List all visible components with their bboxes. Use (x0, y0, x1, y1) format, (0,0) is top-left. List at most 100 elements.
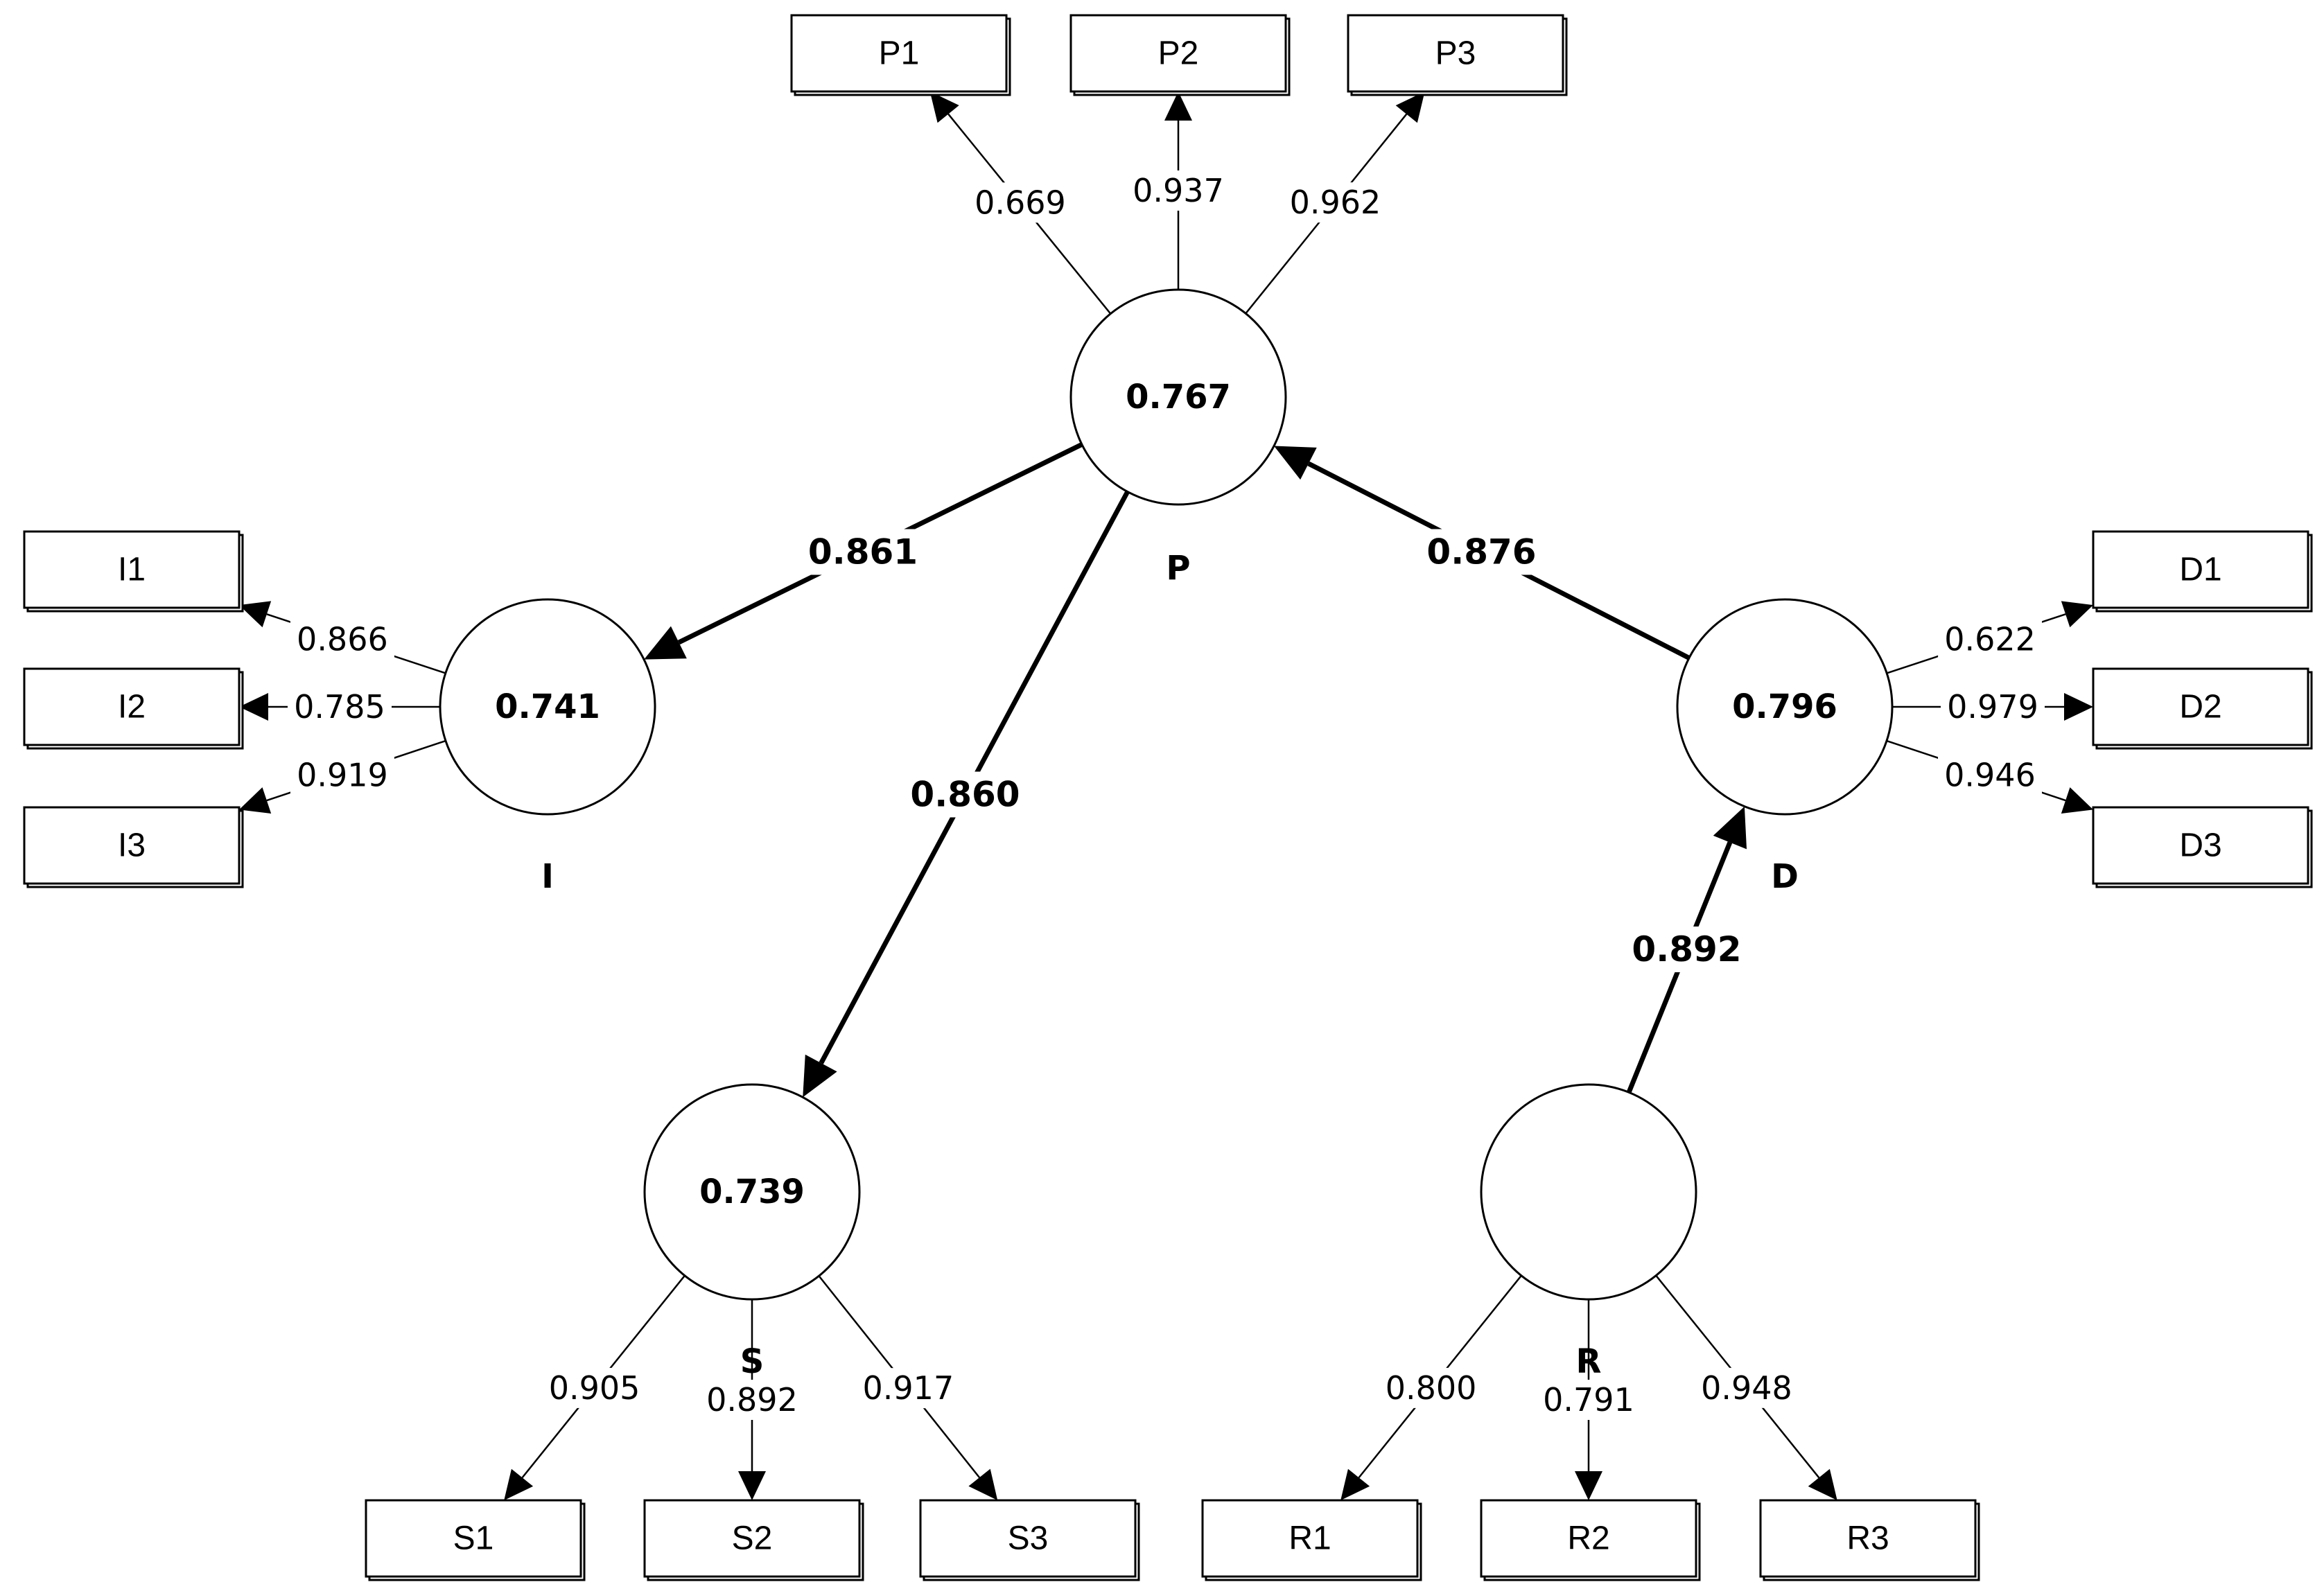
loading-value-p1: 0.669 (975, 184, 1066, 221)
indicator-box (2092, 667, 2309, 746)
loading-value-r1: 0.800 (1386, 1369, 1477, 1407)
path-arrowhead (644, 626, 687, 660)
loading-arrowhead (239, 601, 272, 628)
construct-name: S (740, 1342, 765, 1381)
construct-i[interactable]: 0.741 (439, 598, 656, 816)
indicator-label: S1 (453, 1520, 494, 1557)
loading-arrowhead (929, 91, 959, 123)
indicator-s1[interactable]: S1 (365, 1499, 586, 1581)
path-coefficient-p-i: 0.861 (808, 532, 918, 572)
indicator-label: S2 (732, 1520, 773, 1557)
indicator-p2[interactable]: P2 (1069, 14, 1291, 96)
loading-arrowhead (1340, 1468, 1370, 1500)
indicator-label: R2 (1567, 1520, 1609, 1557)
indicator-label: D2 (2179, 689, 2221, 726)
loading-value-r3-bg (1694, 1367, 1799, 1408)
loading-arrowhead (1164, 91, 1192, 121)
loading-arrowhead (2061, 787, 2093, 814)
path-arrowhead (803, 1054, 837, 1098)
path-arrowhead (1713, 806, 1747, 850)
indicator-box (790, 14, 1008, 93)
indicator-s2[interactable]: S2 (643, 1499, 864, 1581)
loading-value-s3: 0.917 (863, 1369, 954, 1407)
loading-value-d2: 0.979 (1947, 688, 2038, 726)
indicator-box (1069, 14, 1287, 93)
loading-value-i1: 0.866 (297, 620, 388, 658)
indicator-i3[interactable]: I3 (23, 806, 244, 888)
construct-circle (1676, 598, 1894, 816)
loading-value-p3: 0.962 (1290, 184, 1381, 221)
path-coefficient-d-p-bg (1422, 529, 1541, 575)
loading-value-r3: 0.948 (1701, 1369, 1792, 1407)
loading-arrowhead (968, 1468, 998, 1500)
path-coefficient-r-d-bg (1627, 927, 1746, 972)
indicator-label: P2 (1158, 35, 1199, 72)
indicator-label: I2 (118, 689, 146, 726)
indicator-p3[interactable]: P3 (1347, 14, 1568, 96)
indicator-label: I1 (118, 552, 146, 588)
indicator-d2[interactable]: D2 (2092, 667, 2313, 750)
construct-r2-value: 0.767 (1126, 378, 1231, 416)
indicator-label: S3 (1008, 1520, 1049, 1557)
construct-p[interactable]: 0.767 (1069, 288, 1287, 506)
construct-r[interactable] (1480, 1083, 1697, 1301)
construct-name: I (541, 857, 554, 896)
loading-value-i3: 0.919 (297, 757, 388, 794)
construct-s[interactable]: 0.739 (643, 1083, 861, 1301)
construct-r2-value: 0.796 (1732, 687, 1837, 726)
indicator-d3[interactable]: D3 (2092, 806, 2313, 888)
loading-value-d3-bg (1938, 755, 2043, 796)
indicator-label: P1 (879, 35, 920, 72)
indicator-label: I3 (118, 827, 146, 864)
indicator-d1[interactable]: D1 (2092, 530, 2313, 613)
construct-d[interactable]: 0.796 (1676, 598, 1894, 816)
loading-arrowhead (239, 693, 268, 721)
indicator-s3[interactable]: S3 (919, 1499, 1140, 1581)
loading-value-s2-bg (700, 1380, 804, 1420)
indicator-i1[interactable]: I1 (23, 530, 244, 613)
loading-value-s3-bg (856, 1368, 961, 1409)
indicator-p1[interactable]: P1 (790, 14, 1011, 96)
path-coefficient-r-d: 0.892 (1632, 929, 1741, 969)
indicator-r1[interactable]: R1 (1201, 1499, 1422, 1581)
indicator-box (1480, 1499, 1697, 1578)
loading-value-i1-bg (290, 619, 394, 660)
indicator-label: D3 (2179, 827, 2221, 864)
loading-arrowhead (1395, 91, 1425, 123)
construct-name: D (1771, 857, 1799, 896)
loading-arrowhead (2064, 693, 2093, 721)
loading-value-i3-bg (290, 755, 394, 796)
indicator-r3[interactable]: R3 (1759, 1499, 1980, 1581)
construct-r2-value: 0.739 (699, 1173, 805, 1211)
loading-value-r2: 0.791 (1543, 1381, 1634, 1419)
indicator-box (2092, 530, 2309, 609)
loading-value-s1: 0.905 (549, 1369, 640, 1407)
path-coefficient-p-i-bg (804, 529, 922, 575)
loading-value-s1-bg (542, 1367, 647, 1408)
loading-value-i2: 0.785 (294, 688, 385, 726)
loading-value-r1-bg (1379, 1367, 1483, 1408)
indicator-box (23, 530, 241, 609)
path-coefficient-d-p: 0.876 (1426, 532, 1536, 572)
indicator-box (23, 806, 241, 885)
indicator-label: D1 (2179, 552, 2221, 588)
path-coefficient-p-s-bg (906, 771, 1024, 818)
loading-value-r2-bg (1537, 1380, 1641, 1420)
indicator-box (1759, 1499, 1977, 1578)
loading-value-p1-bg (968, 182, 1072, 223)
indicator-box (1201, 1499, 1419, 1578)
indicator-label: R1 (1288, 1520, 1331, 1557)
loading-arrowhead (504, 1468, 534, 1500)
construct-circle (1480, 1083, 1697, 1301)
indicator-r2[interactable]: R2 (1480, 1499, 1701, 1581)
loading-value-s2: 0.892 (706, 1381, 798, 1419)
loading-arrowhead (1808, 1468, 1837, 1500)
indicator-i2[interactable]: I2 (23, 667, 244, 750)
loading-arrowhead (738, 1471, 766, 1500)
indicator-box (1347, 14, 1564, 93)
path-arrowhead (1274, 446, 1317, 480)
indicator-box (919, 1499, 1137, 1578)
construct-circle (439, 598, 656, 816)
indicator-box (643, 1499, 861, 1578)
